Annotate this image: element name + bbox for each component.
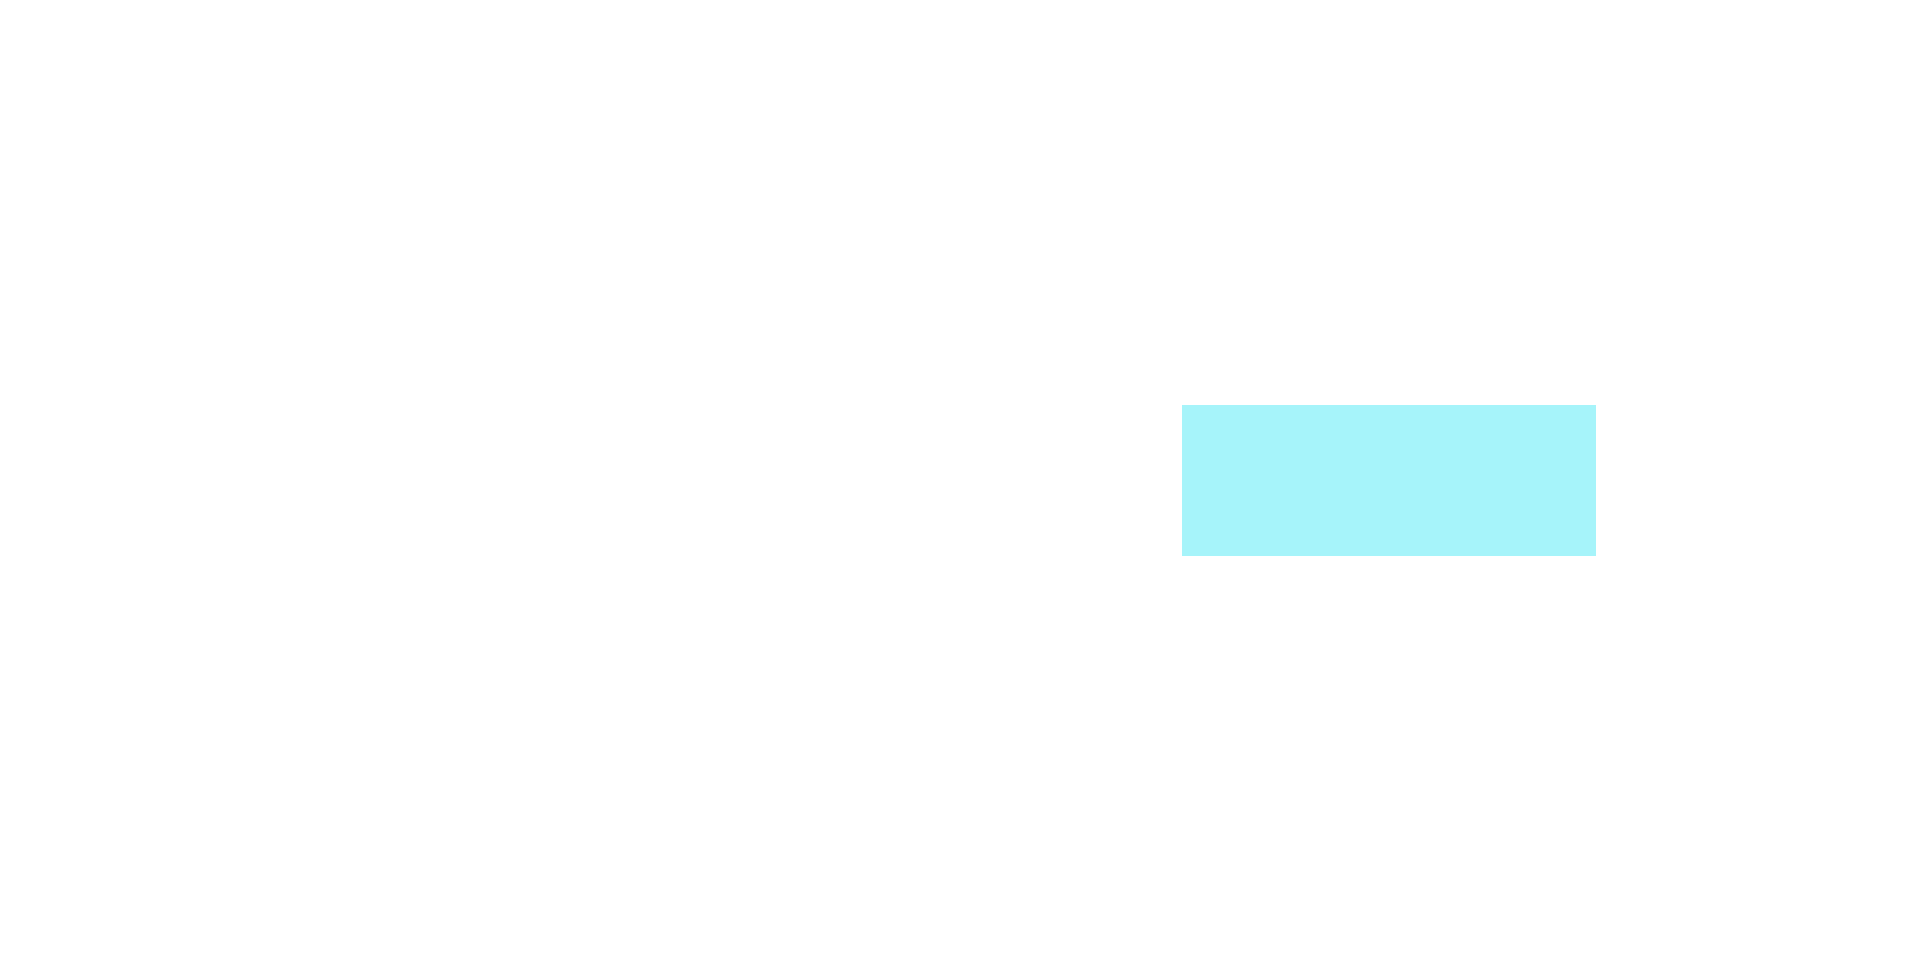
cyan-highlight-rectangle bbox=[1182, 405, 1596, 556]
